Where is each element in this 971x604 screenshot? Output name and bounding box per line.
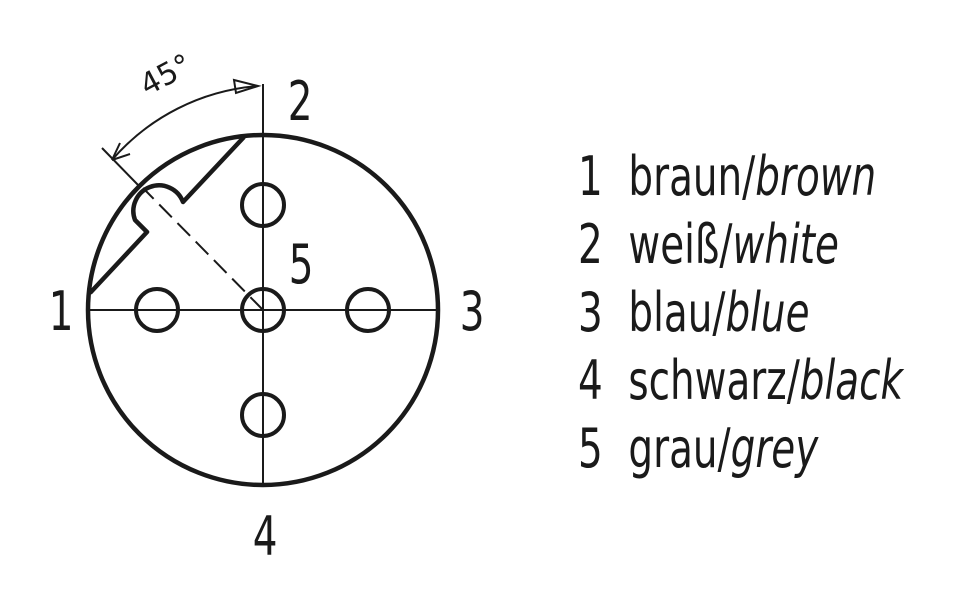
- legend-row-5: 5 grau/grey: [578, 418, 903, 486]
- angle-label: 45°: [134, 47, 197, 103]
- legend-color-en: blue: [725, 281, 810, 344]
- pin-hole-1: [134, 287, 180, 333]
- pin-label-2: 2: [288, 71, 313, 134]
- legend-color-en: grey: [730, 417, 819, 480]
- angle-arc: [111, 85, 259, 161]
- pin-label-5: 5: [289, 234, 314, 297]
- legend-pin-number: 3: [578, 281, 603, 344]
- dashed-reference-line: [142, 187, 264, 311]
- legend-color-de: blau/: [628, 281, 726, 344]
- pin-label-1: 1: [49, 281, 74, 344]
- pin-hole-5: [240, 287, 286, 333]
- legend-color-de: schwarz/: [628, 349, 800, 412]
- angle-arrow-right: [232, 78, 262, 95]
- pin-color-legend: 1 braun/brown 2 weiß/white 3 blau/blue 4 sch…: [578, 146, 971, 486]
- legend-color-en: white: [732, 213, 839, 276]
- legend-pin-number: 1: [578, 145, 603, 208]
- legend-pin-number: 4: [578, 349, 603, 412]
- legend-color-de: weiß/: [628, 213, 733, 276]
- pin-label-3: 3: [460, 281, 485, 344]
- legend-row-4: 4 schwarz/black: [578, 350, 903, 418]
- legend-pin-number: 2: [578, 213, 603, 276]
- angle-arrow-left: [111, 142, 131, 161]
- legend-color-en: black: [799, 349, 904, 412]
- angle-extension-line: [101, 147, 141, 188]
- pin-hole-3: [345, 287, 391, 333]
- pin-hole-2: [240, 182, 286, 228]
- legend-color-de: grau/: [628, 417, 731, 480]
- legend-row-1: 1 braun/brown: [578, 146, 903, 214]
- legend-pin-number: 5: [578, 417, 603, 480]
- legend-row-2: 2 weiß/white: [578, 214, 903, 282]
- legend-color-en: brown: [755, 145, 877, 208]
- pin-hole-4: [240, 392, 286, 438]
- coding-key: [88, 135, 246, 295]
- legend-row-3: 3 blau/blue: [578, 282, 903, 350]
- connector-pinout-diagram: 45° 1 2 3 4 5: [49, 47, 485, 569]
- pin-label-4: 4: [253, 506, 278, 569]
- legend-color-de: braun/: [628, 145, 756, 208]
